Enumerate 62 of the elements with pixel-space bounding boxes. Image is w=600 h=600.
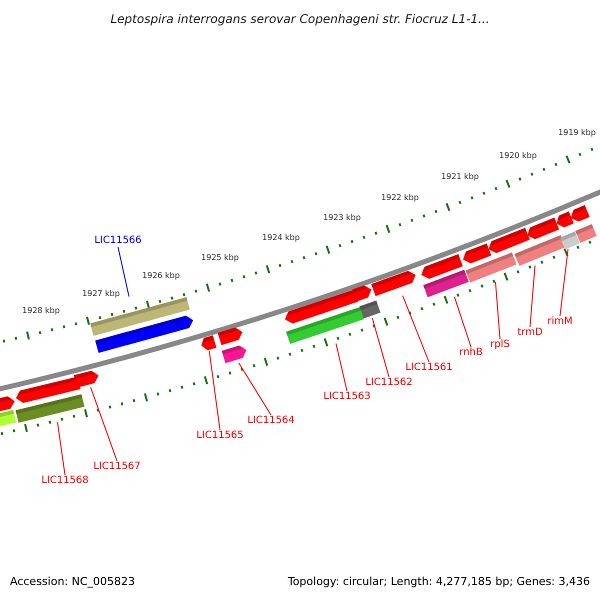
gene-label: rplS [490,339,510,351]
gene-feature [568,204,590,224]
gene-label: LIC11567 [93,461,141,473]
scale-label: 1921 kbp [441,172,479,182]
genome-summary: Topology: circular; Length: 4,277,185 bp; Genes: 3,436 [288,575,590,588]
scale-label: 1928 kbp [22,306,60,316]
gene-label: trmD [517,327,543,339]
gene-feature [14,376,80,404]
gene-feature [0,394,16,412]
leader-line [530,264,536,328]
gene-feature [95,313,195,353]
leader-line [495,282,500,340]
gene-feature [554,210,574,230]
scale-label: 1919 kbp [558,128,596,138]
scale-label: 1924 kbp [262,233,300,243]
gene-feature [15,394,85,422]
gene-feature [359,300,381,318]
gene-label: rnhB [459,347,483,359]
gene-label: rimM [547,316,573,328]
gene-feature [460,242,492,266]
leader-line [57,422,66,476]
scale-label: 1927 kbp [82,289,120,299]
leader-line [336,343,348,392]
gene-label: LIC11562 [365,377,413,389]
leader-line [402,295,430,362]
gene-feature [423,269,469,297]
scale-label: 1923 kbp [323,213,361,223]
gene-label: LIC11568 [41,475,89,487]
gene-feature [222,343,248,363]
scale-label: 1920 kbp [499,151,537,161]
gene-feature [465,252,517,282]
scale-label: 1926 kbp [142,271,180,281]
gene-feature [352,282,374,302]
leader-line [90,386,118,462]
gene-feature [90,296,190,336]
gene-label: LIC11564 [247,415,295,427]
leader-line [560,248,569,316]
gene-label: LIC11566 [94,235,142,247]
accession-note: Accession: NC_005823 [10,575,136,588]
leader-line [208,350,220,430]
leader-line [372,318,390,378]
gene-feature [560,230,580,250]
gene-label: LIC11563 [323,391,371,403]
gene-feature [199,334,217,352]
scale-label: 1922 kbp [381,193,419,203]
leader-line [238,362,272,416]
gene-feature [282,288,358,326]
gene-feature [286,306,364,344]
gene-feature [74,368,100,388]
gene-label: LIC11565 [196,430,244,442]
gene-feature [0,409,16,427]
title: Leptospira interrogans serovar Copenhageni str. Fiocruz L1-1... [110,12,490,26]
gene-feature [575,224,597,242]
gene-feature [370,268,418,296]
gene-label: LIC11561 [405,362,453,374]
gene-feature [486,227,530,255]
gene-feature [419,254,463,280]
scale-label: 1925 kbp [201,253,239,263]
gene-feature [514,234,566,266]
gene-feature [524,216,560,242]
leader-line [454,296,472,348]
leader-line [118,246,130,298]
